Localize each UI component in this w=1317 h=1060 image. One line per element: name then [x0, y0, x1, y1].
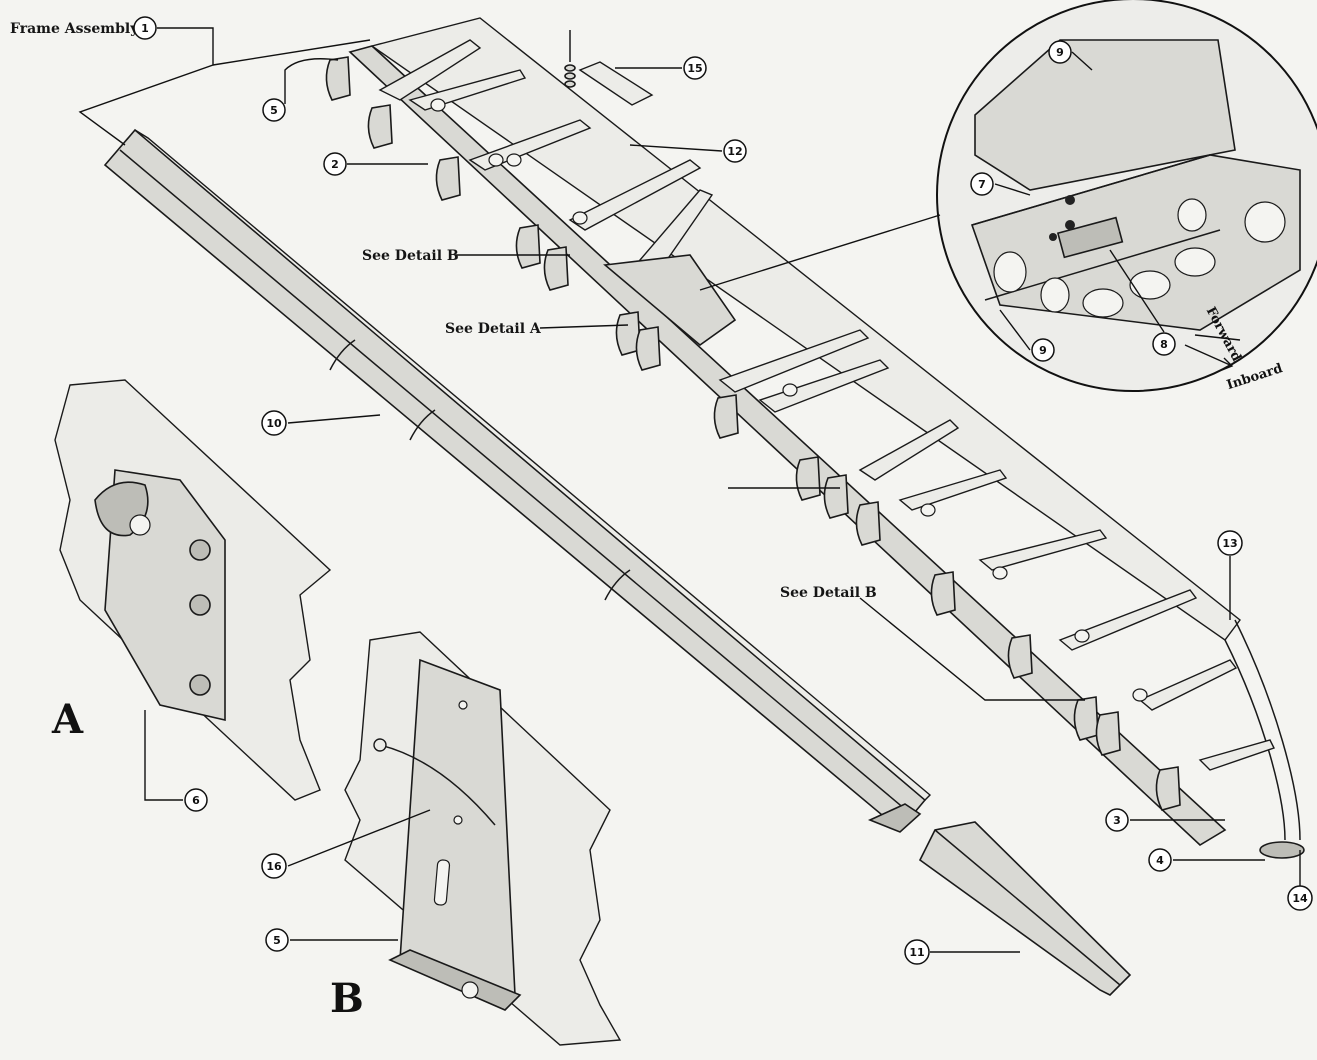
- frame-assembly-label: Frame Assembly: [10, 21, 139, 37]
- see-detail-a-label: See Detail A: [445, 321, 542, 337]
- leading-edge-skin: [103, 128, 932, 833]
- callout-7: 7: [970, 172, 994, 196]
- callout-14: 14: [1287, 885, 1313, 911]
- detail-a-letter: A: [51, 696, 84, 743]
- lightening-holes: [430, 98, 1148, 702]
- cover-plate: [564, 30, 654, 106]
- callout-4-number: 4: [1156, 854, 1164, 867]
- callout-13-number: 13: [1222, 537, 1237, 550]
- detail-a-drawing: [54, 379, 332, 801]
- callout-3-number: 3: [1113, 814, 1121, 827]
- callout-9-bottom-number: 9: [1039, 344, 1047, 357]
- callout-7-number: 7: [978, 178, 986, 191]
- rib-tabs: [325, 56, 1181, 811]
- callout-5-bottom-number: 5: [273, 934, 281, 947]
- detail-b-letter: B: [330, 975, 364, 1022]
- truss-members: [378, 39, 1275, 771]
- rib-frame-structure: [325, 17, 1305, 859]
- callout-16: 16: [261, 853, 287, 879]
- callout-2: 2: [323, 152, 347, 176]
- callout-12-number: 12: [727, 145, 742, 158]
- callout-5-bottom: 5: [265, 928, 289, 952]
- inboard-label: Inboard: [1225, 361, 1284, 393]
- callout-10-number: 10: [266, 417, 282, 430]
- callout-15: 15: [683, 56, 707, 80]
- callout-8-number: 8: [1160, 338, 1168, 351]
- callout-15-number: 15: [687, 62, 702, 75]
- callout-5-top: 5: [262, 98, 286, 122]
- see-detail-b-label-bottom: See Detail B: [780, 585, 877, 601]
- callout-6-number: 6: [192, 794, 200, 807]
- callout-3: 3: [1105, 808, 1129, 832]
- callout-5-top-number: 5: [270, 104, 278, 117]
- callout-10: 10: [261, 410, 287, 436]
- inset-detail: [936, 0, 1317, 392]
- leader-lines: [78, 27, 1301, 953]
- callout-8: 8: [1152, 332, 1176, 356]
- callout-1-number: 1: [141, 22, 149, 35]
- callout-13: 13: [1217, 530, 1243, 556]
- callout-6: 6: [184, 788, 208, 812]
- callout-9-bottom: 9: [1031, 338, 1055, 362]
- tip-fairing: [918, 821, 1132, 996]
- callout-11-number: 11: [909, 946, 924, 959]
- callout-2-number: 2: [331, 158, 339, 171]
- callout-9-top-number: 9: [1056, 46, 1064, 59]
- callout-11: 11: [904, 939, 930, 965]
- callout-1: 1: [133, 16, 157, 40]
- see-detail-b-label-top: See Detail B: [362, 248, 459, 264]
- callout-16-number: 16: [266, 860, 282, 873]
- detail-b-drawing: [344, 631, 622, 1046]
- callout-14-number: 14: [1292, 892, 1308, 905]
- callout-9-top: 9: [1048, 40, 1072, 64]
- callout-4: 4: [1148, 848, 1172, 872]
- callout-12: 12: [723, 139, 747, 163]
